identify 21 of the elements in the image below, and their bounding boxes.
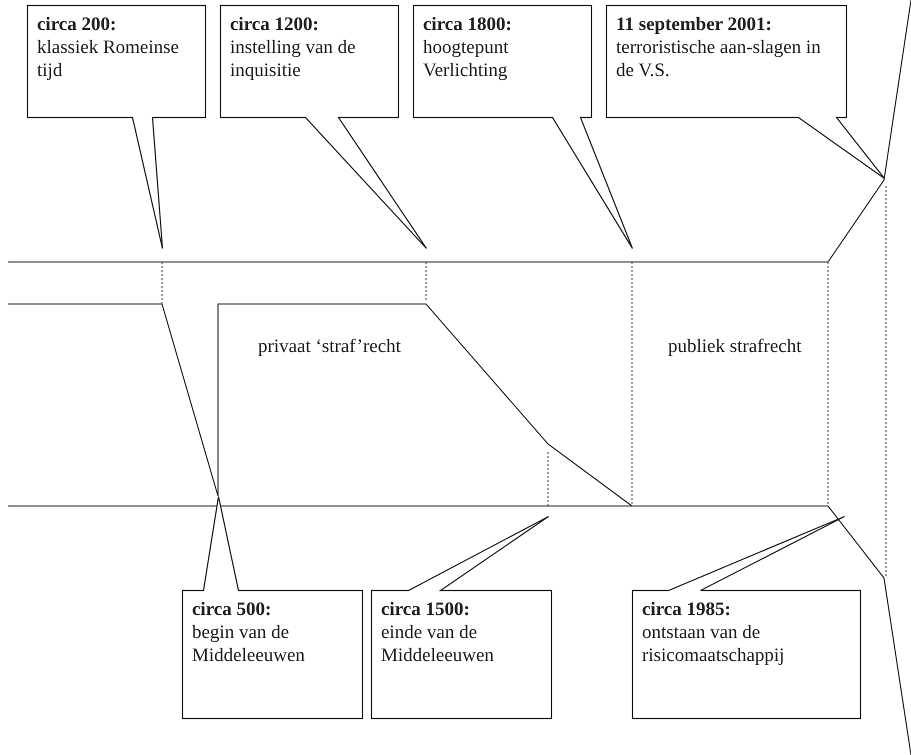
callout-date: circa 500: (192, 598, 272, 621)
callout-bubble (27, 5, 206, 249)
callout-bubble (632, 516, 861, 719)
callout-text: einde van de Middeleeuwen (381, 621, 495, 667)
callout-bubble (371, 516, 552, 719)
callout-date: circa 200: (37, 13, 118, 36)
callout-date: circa 1985: (642, 598, 732, 621)
callout-bubble (606, 5, 885, 179)
callout-text: klassiek Romeinse tijd (37, 36, 180, 82)
callout-bubble (182, 496, 363, 719)
callout-date: circa 1500: (381, 598, 471, 621)
callout-date: circa 1800: (423, 13, 513, 36)
period-label: publiek strafrecht (668, 335, 802, 359)
callout-text: begin van de Middeleeuwen (192, 621, 306, 667)
callout-date: circa 1200: (230, 13, 320, 36)
period-label: privaat ‘straf’recht (258, 335, 402, 359)
callout-text: terroristische aan-slagen in de V.S. (616, 36, 822, 82)
callout-text: ontstaan van de risicomaatschappij (642, 621, 786, 667)
callout-text: hoogtepunt Verlichting (423, 36, 510, 82)
callout-text: instelling van de inquisitie (230, 36, 357, 82)
callout-date: 11 september 2001: (616, 13, 773, 36)
